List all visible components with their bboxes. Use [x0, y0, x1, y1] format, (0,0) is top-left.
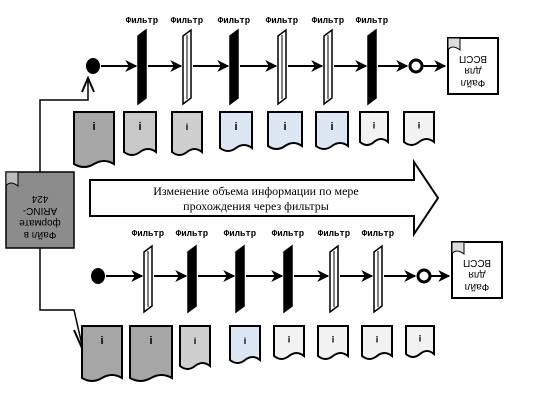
filter-label: Фильтр [266, 16, 298, 26]
data-document [403, 111, 435, 146]
end-node [408, 58, 424, 74]
document-mark: i [194, 336, 197, 346]
end-node [416, 268, 432, 284]
output-file-box [447, 37, 499, 95]
output-label-line2: для [468, 269, 485, 280]
filter-label: Фильтр [356, 16, 388, 26]
data-document [129, 325, 173, 382]
output-file-box [451, 241, 503, 299]
filter-label: Фильтр [272, 229, 304, 239]
filter-label: Фильтр [218, 16, 250, 26]
volume-change-arrow: Изменение объема информации по мере прох… [89, 158, 440, 238]
document-mark: i [288, 335, 291, 345]
data-document [405, 325, 435, 358]
data-document [81, 325, 123, 382]
source-file-label-4: 424 [31, 193, 48, 204]
filter-label: Фильтр [362, 229, 394, 239]
document-mark: i [138, 121, 141, 133]
document-mark: i [149, 335, 152, 347]
document-mark: i [330, 121, 333, 133]
document-mark: i [186, 122, 189, 132]
document-mark: i [244, 336, 247, 346]
output-label-line1: Файл [461, 77, 486, 88]
output-file-fold [451, 241, 465, 256]
data-document [315, 111, 349, 150]
filter-label: Фильтр [132, 229, 164, 239]
data-document [317, 325, 349, 360]
document-mark: i [332, 335, 335, 345]
document-mark: i [376, 335, 379, 345]
data-document [179, 325, 211, 370]
document-mark: i [418, 121, 421, 131]
document-mark: i [283, 121, 286, 133]
filter-label: Фильтр [126, 16, 158, 26]
output-file-fold [447, 37, 461, 52]
data-document [361, 325, 393, 360]
source-file-label-2: формате [19, 217, 61, 229]
filter-solid [235, 244, 245, 314]
data-document [219, 111, 253, 152]
top-filter-row: Фильтр Фильтр Фильтр Фильтр Фильтр ФильтрФайл… [73, 16, 499, 168]
document-mark: i [234, 121, 237, 133]
data-document [171, 111, 203, 156]
data-document [73, 111, 115, 168]
data-document [359, 111, 389, 146]
document-mark: i [92, 121, 95, 133]
filter-label: Фильтр [312, 16, 344, 26]
output-label-line1: Файл [465, 281, 490, 292]
document-mark: i [100, 335, 103, 347]
connector-bottom [39, 248, 83, 346]
filter-label: Фильтр [176, 229, 208, 239]
filter-solid [229, 28, 239, 106]
filter-solid [367, 28, 377, 106]
arrow-text-line1: Изменение объема информации по мере [153, 184, 358, 198]
data-document [273, 325, 305, 360]
data-document [229, 325, 261, 364]
document-mark: i [373, 121, 376, 131]
filter-solid [187, 244, 197, 314]
start-node [91, 268, 105, 284]
filter-label: Фильтр [318, 229, 350, 239]
output-label-line3: ВССП [463, 257, 491, 268]
filter-label: Фильтр [171, 16, 203, 26]
source-file-label-1: Файл в [24, 229, 57, 240]
bottom-filter-row: Фильтр Фильтр Фильтр Фильтр Фильтр ФильтрФайл… [81, 229, 503, 382]
data-document [267, 111, 303, 150]
connector-top-arrowhead [81, 75, 95, 93]
output-label-line3: ВССП [459, 53, 487, 64]
source-file-label-3: ARINC- [23, 205, 57, 216]
document-mark: i [419, 333, 422, 343]
data-document [123, 111, 157, 156]
output-label-line2: для [464, 65, 481, 76]
filter-solid [283, 244, 293, 314]
start-node [86, 58, 100, 74]
connector-top [39, 80, 89, 172]
filter-solid [137, 28, 147, 106]
filter-label: Фильтр [224, 229, 256, 239]
arrow-text-line2: прохождения через фильтры [183, 199, 329, 213]
source-file-box: Файл в формате ARINC- 424 [5, 171, 75, 249]
